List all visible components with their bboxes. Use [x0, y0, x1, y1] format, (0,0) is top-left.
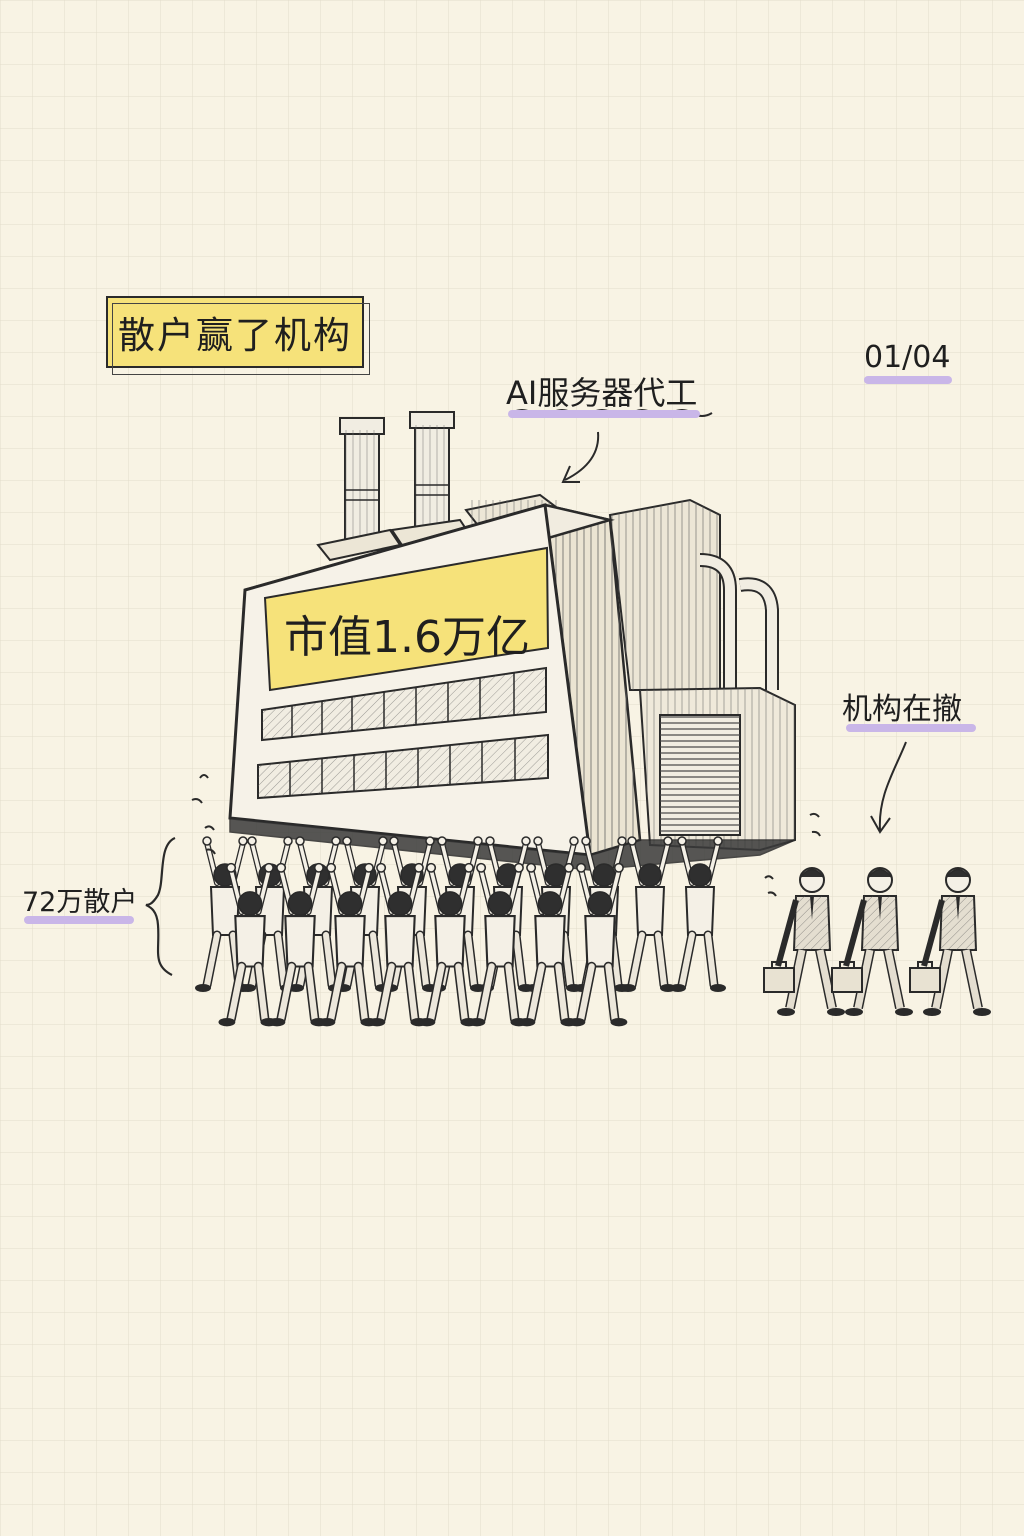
factory-annex — [638, 686, 796, 852]
briefcase-icon — [831, 967, 863, 993]
crowd-brace — [145, 836, 176, 976]
factory-pointer-arrow — [564, 431, 600, 481]
banner-plate — [263, 546, 550, 692]
factory-arrowhead — [561, 465, 580, 483]
window-mullions — [289, 673, 516, 796]
retail-investor-figure — [670, 836, 726, 992]
window-row-2 — [257, 733, 549, 800]
window-row-1 — [261, 666, 547, 742]
briefcase-icon — [763, 967, 795, 993]
institution-figure — [831, 867, 913, 1016]
page-title: 散户赢了机构 — [106, 296, 370, 375]
crowd-label-underline — [24, 916, 134, 924]
exit-label-underline — [846, 724, 976, 732]
briefcase-icon — [909, 967, 941, 993]
institution-figure — [909, 867, 991, 1016]
institution-walkers — [763, 867, 991, 1016]
crowd-label: 72万散户 — [22, 887, 138, 918]
effort-marks — [191, 774, 821, 897]
factory-label: AI服务器代工 — [506, 374, 698, 412]
retail-investor-figure — [568, 862, 628, 1027]
rear-machinery — [608, 498, 779, 691]
factory-label-underline — [508, 410, 700, 418]
retail-investor-figure — [318, 862, 378, 1027]
retail-investor-figure — [418, 862, 478, 1027]
page-number: 01/04 — [864, 340, 951, 375]
exit-pointer-arrow — [878, 741, 907, 831]
retail-investor-figure — [195, 836, 251, 992]
retail-investor-figure — [268, 862, 328, 1027]
retail-investor-figure — [218, 862, 278, 1027]
chimney-left — [339, 417, 385, 551]
exit-arrowhead — [870, 815, 891, 834]
exit-label: 机构在撤 — [842, 692, 962, 727]
retail-investor-figure — [368, 862, 428, 1027]
retail-investor-crowd — [195, 836, 726, 1027]
retail-investor-figure — [518, 862, 578, 1027]
page-number-underline — [864, 376, 952, 384]
market-cap-banner: 市值1.6万亿 — [284, 612, 530, 663]
institution-figure — [763, 867, 845, 1016]
